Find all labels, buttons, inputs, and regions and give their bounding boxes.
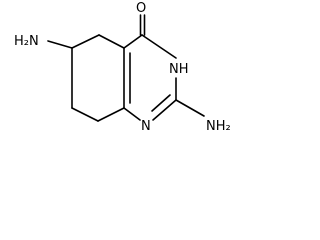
bond-c8a-c4a — [123, 47, 131, 109]
bond-c4-c4a — [123, 34, 143, 49]
bond-c7-c8 — [71, 107, 99, 122]
bond-n1-c8a — [123, 107, 141, 121]
bond-c4-n3 — [141, 34, 177, 59]
bond-c8-c8a — [97, 107, 125, 122]
carbonyl-double-bond — [139, 14, 146, 36]
atom-nh-ring-label: NH — [169, 62, 189, 77]
bond-c2-amino — [175, 99, 205, 117]
bond-c2-n1 — [151, 94, 177, 121]
atom-nitrogen-ring-label: N — [141, 119, 151, 134]
bond-c5-c6 — [71, 34, 100, 49]
atom-oxygen-label: O — [136, 1, 146, 16]
atom-amino-left-label: H₂N — [14, 34, 39, 49]
chemical-structure-diagram: O NH N H₂N NH₂ — [14, 1, 231, 134]
bond-c4a-c5 — [98, 34, 125, 49]
atom-amino-right-label: NH₂ — [206, 119, 231, 134]
bond-c6-amino — [47, 40, 73, 49]
